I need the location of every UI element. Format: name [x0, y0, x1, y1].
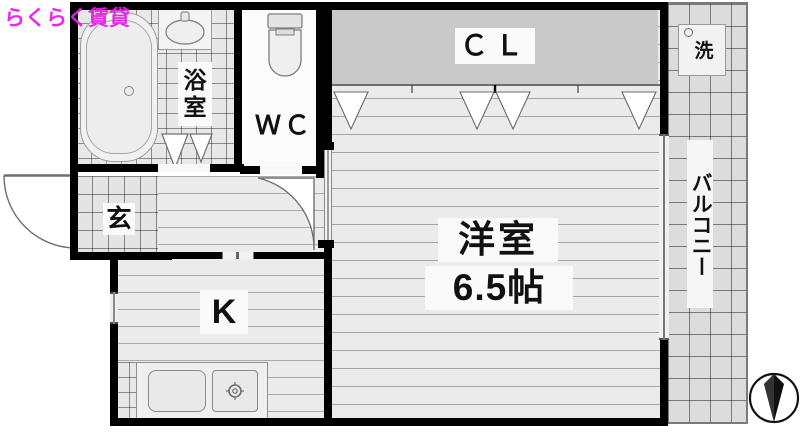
entrance-door-swing-icon — [3, 174, 77, 249]
closet-doors-icon — [330, 84, 660, 131]
wall-room-door-head — [318, 142, 334, 150]
wall-bath-wc — [234, 2, 242, 172]
wall-top-wc — [242, 2, 324, 10]
kitchen-door-opening-line — [236, 252, 239, 259]
wall-wc-room — [316, 2, 324, 178]
watermark-text: らくらく賃貸 — [4, 7, 130, 30]
toilet-icon — [267, 13, 303, 77]
western-room-label: 洋室 — [438, 218, 558, 262]
entrance-label: 玄 — [103, 203, 135, 235]
wall-room-right-top — [660, 2, 668, 134]
kitchen-stove-icon — [212, 370, 258, 412]
kitchen-side-tile — [114, 362, 136, 420]
wall-top-bath — [70, 2, 238, 10]
wall-left-entrance — [70, 172, 78, 258]
balcony-sliding-door-line — [663, 134, 665, 340]
room-entry-door-line — [327, 150, 329, 240]
wall-left-kitchen-2 — [110, 322, 118, 426]
wc-door-swing-icon — [257, 177, 315, 251]
bath-door-opening[interactable] — [158, 164, 210, 172]
wall-top-room — [324, 2, 668, 10]
stove-burner-icon — [226, 382, 244, 400]
bathroom-label-line1: 浴 — [183, 66, 207, 93]
bathtub-drain-icon — [124, 86, 134, 96]
bathroom-label-line2: 室 — [183, 94, 207, 120]
basin-icon — [165, 11, 205, 45]
wall-left-bath — [70, 2, 78, 172]
bathroom-door-icon — [161, 133, 213, 170]
wall-bottom-outer — [110, 418, 332, 426]
bathtub-inner — [86, 20, 152, 154]
balcony-label: バルコニー — [687, 140, 713, 308]
north-arrow-icon — [748, 372, 800, 424]
wall-top-kitchen-2 — [252, 252, 332, 259]
wall-bottom-wc-right — [300, 166, 324, 174]
washer-drain-icon — [684, 28, 693, 37]
western-room-size-label: 6.5帖 — [425, 266, 573, 310]
wall-bottom-entrance — [70, 252, 172, 260]
wall-bottom-bath-right — [208, 164, 244, 172]
closet-label: ＣＬ — [455, 28, 535, 64]
wall-room-door-foot — [318, 240, 334, 248]
kitchen-sink-icon — [148, 370, 206, 412]
wc-door-opening[interactable] — [260, 166, 302, 174]
wall-room-right-bottom — [660, 340, 668, 426]
wall-room-left-top — [324, 2, 332, 142]
wall-left-kitchen — [110, 256, 118, 294]
kitchen-window-line — [113, 292, 115, 324]
kitchen-label: K — [200, 290, 248, 334]
wall-bottom-wc — [240, 166, 262, 174]
wall-room-bottom — [324, 418, 668, 426]
wall-bottom-bath — [70, 164, 160, 172]
bathroom-label: 浴 室 — [178, 62, 212, 126]
washer-label: 洗 — [690, 42, 718, 66]
wall-room-left-mid — [324, 246, 332, 426]
wc-label: ＷＣ — [252, 108, 316, 142]
wall-top-kitchen — [164, 252, 224, 259]
